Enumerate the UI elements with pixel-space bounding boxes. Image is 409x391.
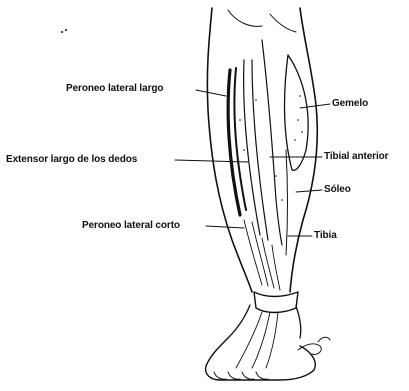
leader-gemelo (300, 104, 330, 108)
label-peroneo-lateral-largo: Peroneo lateral largo (66, 83, 163, 94)
label-peroneo-lateral-corto: Peroneo lateral corto (82, 220, 180, 231)
leader-peroneo-corto (206, 226, 244, 228)
label-tibial-anterior: Tibial anterior (324, 151, 388, 162)
extensor-largo-dedos-muscle (244, 60, 268, 240)
tendon-lines (244, 220, 280, 290)
label-gemelo: Gemelo (332, 98, 368, 109)
knee-contour (228, 10, 296, 32)
tibial-anterior-muscle (262, 40, 282, 245)
toe-lines (214, 372, 268, 379)
label-soleo: Sóleo (324, 184, 351, 195)
label-extensor-largo-dedos: Extensor largo de los dedos (6, 154, 137, 165)
stipple-texture (61, 29, 303, 201)
ankle-retinaculum (254, 292, 298, 313)
leader-soleo (296, 190, 322, 192)
artist-scribble (298, 337, 330, 354)
foot-outline (206, 338, 316, 380)
tibia-bone (286, 150, 288, 255)
gemelo-muscle (285, 55, 309, 170)
leg-outline-right (290, 8, 317, 292)
leader-peroneo-largo (196, 90, 226, 96)
label-tibia: Tibia (314, 230, 337, 241)
